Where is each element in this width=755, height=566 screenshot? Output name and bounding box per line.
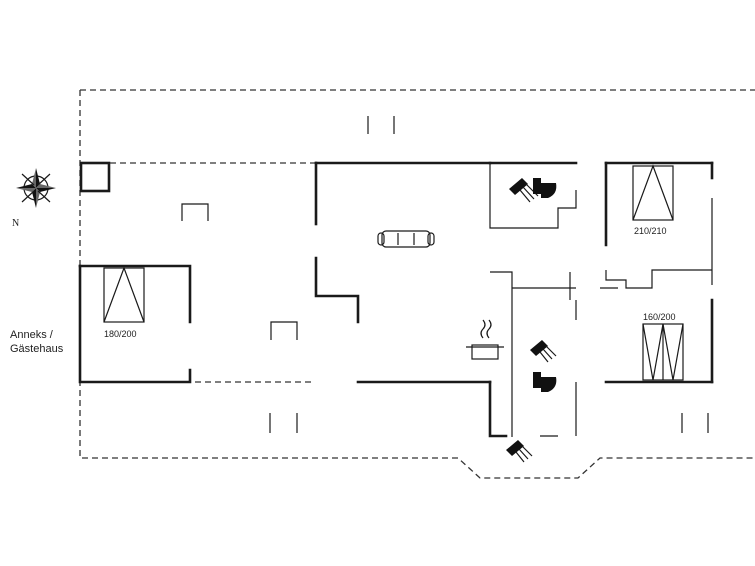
toilet-icon — [533, 372, 557, 392]
right-bedrooms — [600, 161, 714, 384]
bed-size-label-annex: 180/200 — [104, 329, 137, 339]
annex-label: Anneks / Gästehaus — [10, 328, 63, 356]
bed-room-2 — [642, 323, 684, 381]
compass-rose-icon — [16, 168, 56, 208]
chimney-block — [79, 161, 111, 193]
bed-size-label-room-1: 210/210 — [634, 226, 667, 236]
terrace-outline — [79, 89, 755, 479]
annex-label-line1: Anneks / — [10, 329, 53, 341]
main-walls — [314, 161, 578, 438]
bed-annex — [103, 266, 145, 323]
annex-label-line2: Gästehaus — [10, 343, 64, 355]
annex-room — [78, 161, 315, 384]
bed-room-1 — [632, 164, 674, 221]
stove-pot-icon — [466, 319, 504, 360]
north-label: N — [12, 218, 20, 229]
shower-icon — [530, 340, 557, 363]
sofa-icon — [377, 230, 435, 248]
chair-shape — [181, 203, 209, 221]
toilet-icon — [533, 178, 557, 198]
shower-icon — [506, 440, 533, 463]
chair-shape — [270, 321, 298, 340]
bed-size-label-room-2: 160/200 — [643, 312, 676, 322]
window-marks — [269, 116, 709, 433]
